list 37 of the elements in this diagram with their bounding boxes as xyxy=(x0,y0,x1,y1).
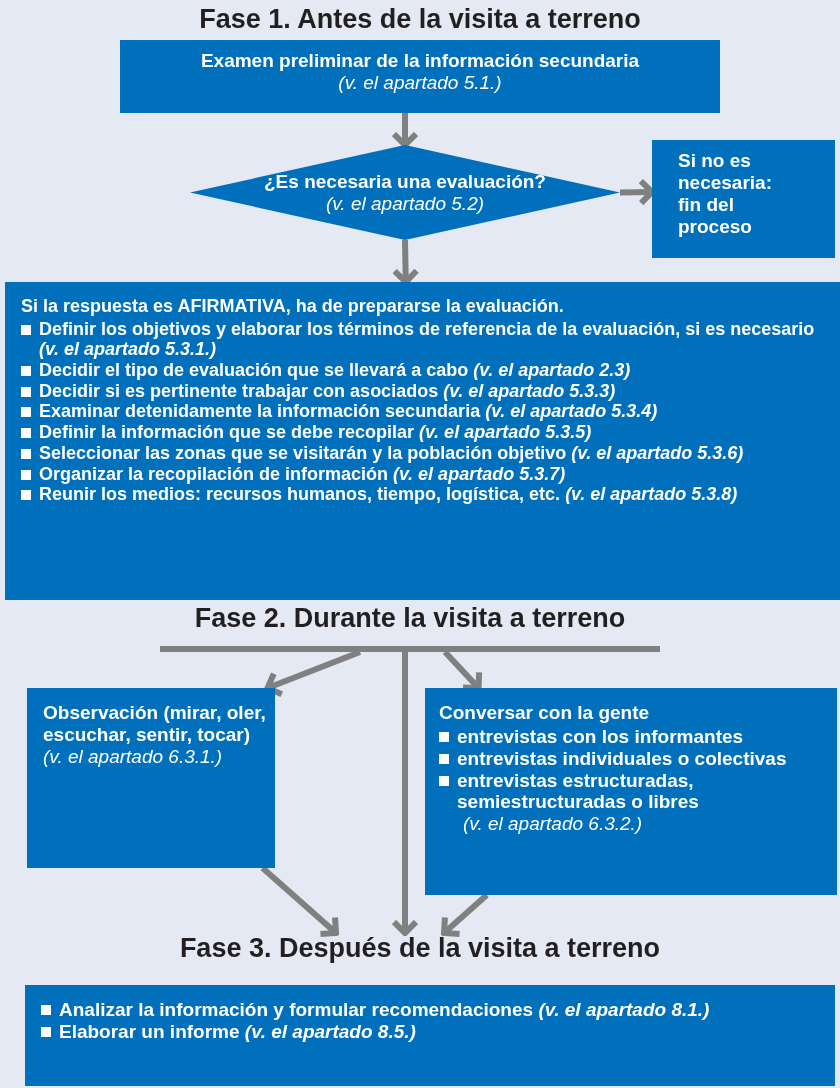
list-item: Decidir el tipo de evaluación que se llevará a cabo (v. el apartado 2.3) xyxy=(39,360,631,381)
list-item: entrevistas estructuradas, semiestructuradas o libres xyxy=(457,769,700,814)
process-box xyxy=(25,985,835,1086)
arrow xyxy=(391,239,420,285)
list-item: Reunir los medios: recursos humanos, tiempo, logística, etc. (v. el apartado 5.3.8) xyxy=(39,484,738,505)
node-text: Examen preliminar de la información secundaria xyxy=(199,50,641,72)
phase-heading: Fase 2. Durante la visita a terreno xyxy=(193,603,627,635)
process-box xyxy=(652,140,835,258)
list-item: entrevistas con los informantes xyxy=(457,725,744,748)
node-text: Conversar con la gente xyxy=(439,702,651,724)
process-box xyxy=(27,688,275,868)
list-item: Definir la información que se debe recopilar (v. el apartado 5.3.5) xyxy=(39,422,592,443)
node-text: ¿Es necesaria una evaluación? xyxy=(263,170,547,193)
reference-note: (v. el apartado 6.3.1.) xyxy=(43,745,224,768)
list-item: Analizar la información y formular recomendaciones (v. el apartado 8.1.) xyxy=(59,999,710,1021)
arrow xyxy=(442,649,483,691)
list-item: Definir los objetivos y elaborar los términos de referencia de la evaluación, si es necesario (v. el apartado 5.3.1.) xyxy=(39,318,816,361)
list-item: entrevistas individuales o colectivas xyxy=(457,747,787,770)
reference-note: (v. el apartado 6.3.2.) xyxy=(462,813,644,836)
list-item: Elaborar un informe (v. el apartado 8.5.) xyxy=(59,1020,416,1043)
reference-note: (v. el apartado 5.2) xyxy=(324,192,486,215)
reference-note: (v. el apartado 5.1.) xyxy=(337,71,503,94)
process-box xyxy=(5,282,840,600)
arrow xyxy=(391,652,419,936)
arrow xyxy=(264,649,362,698)
phase-heading: Fase 1. Antes de la visita a terreno xyxy=(198,4,642,35)
arrow xyxy=(391,113,419,148)
process-box xyxy=(425,688,837,895)
node-text: Si la respuesta es AFIRMATIVA, ha de prepararse la evaluación. xyxy=(21,296,565,317)
node-text: Observación (mirar, oler, escuchar, sentir, tocar) xyxy=(43,702,267,746)
node-text: Si no es necesaria: fin del proceso xyxy=(678,150,773,238)
list-item: Seleccionar las zonas que se visitarán y la población objetivo (v. el apartado 5.3.6) xyxy=(39,442,744,464)
list-item: Decidir si es pertinente trabajar con asociados (v. el apartado 5.3.3) xyxy=(39,380,616,402)
list-item: Examinar detenidamente la información secundaria (v. el apartado 5.3.4) xyxy=(39,401,658,423)
list-item: Organizar la recopilación de información (v. el apartado 5.3.7) xyxy=(39,463,566,485)
process-box xyxy=(120,40,720,113)
phase-heading: Fase 3. Después de la visita a terreno xyxy=(178,933,662,965)
